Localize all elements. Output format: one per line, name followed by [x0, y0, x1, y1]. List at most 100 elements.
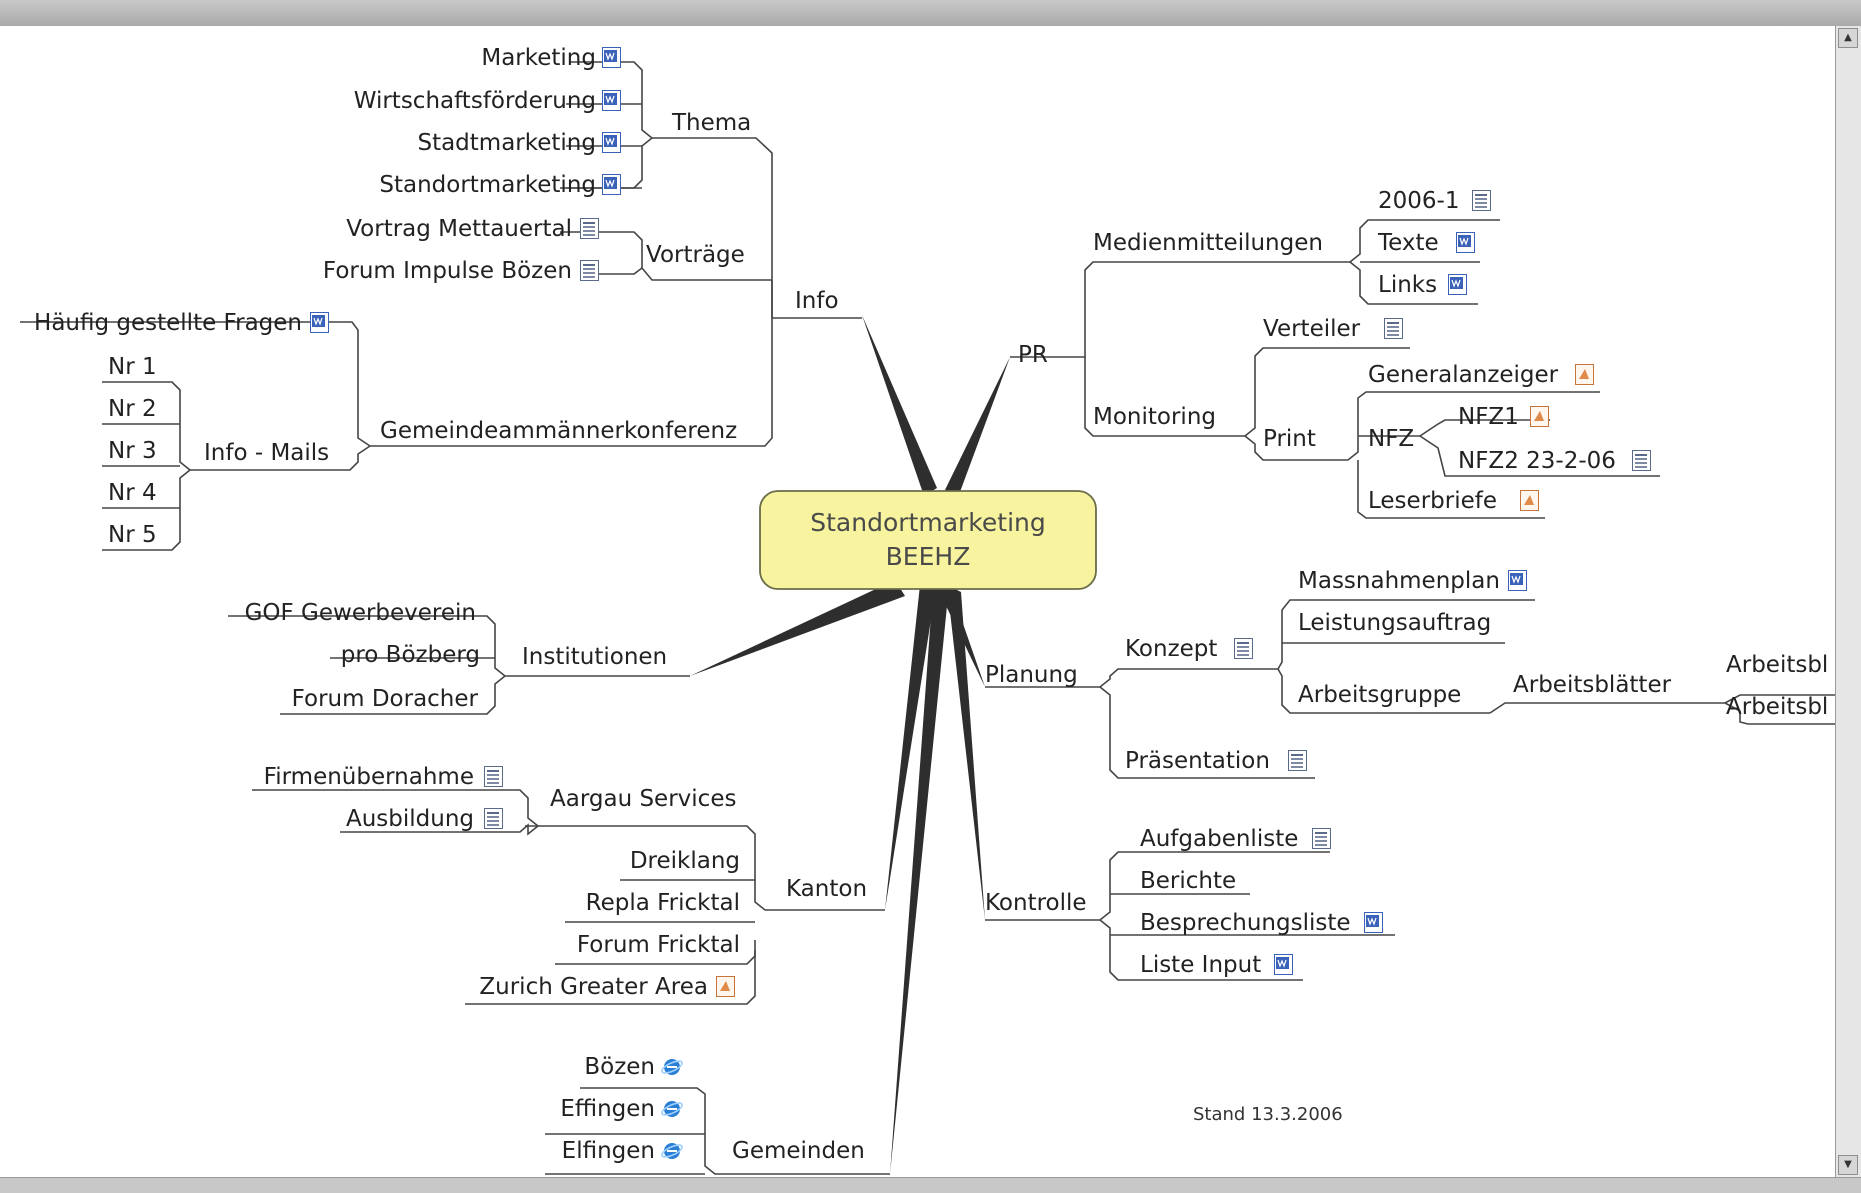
topic-ausbildung[interactable]: Ausbildung	[346, 806, 474, 832]
topic-nr-5[interactable]: Nr 5	[108, 522, 157, 548]
scroll-down-arrow-icon[interactable]: ▼	[1838, 1155, 1858, 1175]
window-title-bar	[0, 0, 1861, 26]
topic-arbeitsblatt-1[interactable]: Arbeitsbl	[1726, 652, 1828, 678]
sheet-icon[interactable]	[484, 808, 503, 829]
pdf-icon[interactable]	[1520, 490, 1539, 511]
sheet-icon[interactable]	[1472, 190, 1491, 211]
topic-leserbriefe[interactable]: Leserbriefe	[1368, 488, 1497, 514]
topic-dreiklang[interactable]: Dreiklang	[630, 848, 740, 874]
topic-marketing[interactable]: Marketing	[481, 45, 596, 71]
topic-forum-fricktal[interactable]: Forum Fricktal	[577, 932, 740, 958]
sheet-icon[interactable]	[1234, 638, 1253, 659]
topic-leistungsauftrag[interactable]: Leistungsauftrag	[1298, 610, 1491, 636]
branch-kontrolle[interactable]: Kontrolle	[985, 890, 1087, 916]
sheet-icon[interactable]	[580, 218, 599, 239]
topic-arbeitsblatt-2[interactable]: Arbeitsbl	[1726, 694, 1828, 720]
root-title-line-2: BEEHZ	[886, 542, 971, 571]
topic-liste-input[interactable]: Liste Input	[1140, 952, 1261, 978]
sheet-icon[interactable]	[484, 766, 503, 787]
topic-2006-1[interactable]: 2006-1	[1378, 188, 1459, 214]
root-title-line-1: Standortmarketing	[810, 508, 1045, 537]
internet-explorer-icon[interactable]	[659, 1141, 685, 1161]
word-doc-icon[interactable]	[601, 89, 622, 112]
word-doc-icon[interactable]	[1455, 231, 1476, 254]
connector-lines	[20, 61, 1835, 1175]
topic-nr-1[interactable]: Nr 1	[108, 354, 157, 380]
branch-planung[interactable]: Planung	[985, 662, 1078, 688]
topic-gemeindeammaennerkonferenz[interactable]: Gemeindeammännerkonferenz	[380, 418, 737, 444]
scroll-up-arrow-icon[interactable]: ▲	[1838, 28, 1858, 48]
vertical-scrollbar[interactable]: ▲ ▼	[1835, 26, 1861, 1177]
topic-firmenuebernahme[interactable]: Firmenübernahme	[264, 764, 474, 790]
topic-praesentation[interactable]: Präsentation	[1125, 748, 1270, 774]
topic-aargau-services[interactable]: Aargau Services	[550, 786, 736, 812]
root-topic[interactable]: Standortmarketing BEEHZ	[759, 490, 1097, 590]
branch-kanton[interactable]: Kanton	[786, 876, 867, 902]
topic-aufgabenliste[interactable]: Aufgabenliste	[1140, 826, 1298, 852]
word-doc-icon[interactable]	[1447, 273, 1468, 296]
word-doc-icon[interactable]	[601, 173, 622, 196]
main-branch-lines	[690, 315, 1010, 1174]
topic-berichte[interactable]: Berichte	[1140, 868, 1236, 894]
topic-pro-boezberg[interactable]: pro Bözberg	[341, 642, 480, 668]
internet-explorer-icon[interactable]	[659, 1099, 685, 1119]
topic-thema[interactable]: Thema	[671, 110, 751, 136]
topic-links[interactable]: Links	[1378, 272, 1437, 298]
topic-repla-fricktal[interactable]: Repla Fricktal	[586, 890, 740, 916]
internet-explorer-icon[interactable]	[659, 1057, 685, 1077]
sheet-icon[interactable]	[1312, 828, 1331, 849]
topic-texte[interactable]: Texte	[1377, 230, 1439, 256]
date-stamp: Stand 13.3.2006	[1193, 1104, 1343, 1125]
topic-arbeitsgruppe[interactable]: Arbeitsgruppe	[1298, 682, 1461, 708]
topic-elfingen[interactable]: Elfingen	[562, 1138, 655, 1164]
topic-medienmitteilungen[interactable]: Medienmitteilungen	[1093, 230, 1323, 256]
mindmap-canvas[interactable]: Standortmarketing BEEHZ Info Thema Marke…	[0, 26, 1835, 1177]
branch-pr[interactable]: PR	[1018, 342, 1048, 368]
topic-nfz[interactable]: NFZ	[1368, 426, 1414, 452]
topic-zurich-greater-area[interactable]: Zurich Greater Area	[479, 974, 708, 1000]
topic-boezen[interactable]: Bözen	[584, 1054, 655, 1080]
topic-info-mails[interactable]: Info - Mails	[204, 440, 329, 466]
topic-gof-gewerbeverein[interactable]: GOF Gewerbeverein	[245, 600, 476, 626]
topic-arbeitsblaetter[interactable]: Arbeitsblätter	[1513, 672, 1672, 698]
topic-nfz1[interactable]: NFZ1	[1458, 404, 1519, 430]
horizontal-scrollbar[interactable]	[0, 1177, 1861, 1193]
topic-konzept[interactable]: Konzept	[1125, 636, 1217, 662]
topic-besprechungsliste[interactable]: Besprechungsliste	[1140, 910, 1351, 936]
topic-vortrag-mettauertal[interactable]: Vortrag Mettauertal	[346, 216, 572, 242]
topic-wirtschaftsfoerderung[interactable]: Wirtschaftsförderung	[354, 88, 596, 114]
topic-nr-2[interactable]: Nr 2	[108, 396, 157, 422]
topic-vortraege[interactable]: Vorträge	[646, 242, 745, 268]
topic-monitoring[interactable]: Monitoring	[1093, 404, 1216, 430]
pdf-icon[interactable]	[1575, 364, 1594, 385]
topic-forum-impulse-boezen[interactable]: Forum Impulse Bözen	[323, 258, 572, 284]
word-doc-icon[interactable]	[1273, 953, 1294, 976]
topic-print[interactable]: Print	[1263, 426, 1316, 452]
topic-verteiler[interactable]: Verteiler	[1263, 316, 1361, 342]
branch-institutionen[interactable]: Institutionen	[522, 644, 667, 670]
word-doc-icon[interactable]	[1507, 569, 1528, 592]
sheet-icon[interactable]	[580, 260, 599, 281]
word-doc-icon[interactable]	[1363, 911, 1384, 934]
topic-standortmarketing[interactable]: Standortmarketing	[379, 172, 596, 198]
word-doc-icon[interactable]	[309, 311, 330, 334]
topic-effingen[interactable]: Effingen	[560, 1096, 655, 1122]
topic-massnahmenplan[interactable]: Massnahmenplan	[1298, 568, 1500, 594]
topic-haeufig-gestellte-fragen[interactable]: Häufig gestellte Fragen	[34, 310, 302, 336]
pdf-icon[interactable]	[1530, 406, 1549, 427]
pdf-icon[interactable]	[716, 976, 735, 997]
branch-info[interactable]: Info	[795, 288, 839, 314]
topic-nr-4[interactable]: Nr 4	[108, 480, 157, 506]
sheet-icon[interactable]	[1288, 750, 1307, 771]
topic-nr-3[interactable]: Nr 3	[108, 438, 157, 464]
topic-stadtmarketing[interactable]: Stadtmarketing	[417, 130, 596, 156]
topic-nfz2[interactable]: NFZ2 23-2-06	[1458, 448, 1616, 474]
sheet-icon[interactable]	[1632, 450, 1651, 471]
topic-generalanzeiger[interactable]: Generalanzeiger	[1368, 362, 1559, 388]
mindmap: Standortmarketing BEEHZ Info Thema Marke…	[20, 45, 1835, 1175]
word-doc-icon[interactable]	[601, 46, 622, 69]
topic-forum-doracher[interactable]: Forum Doracher	[292, 686, 479, 712]
branch-gemeinden[interactable]: Gemeinden	[732, 1138, 865, 1164]
word-doc-icon[interactable]	[601, 131, 622, 154]
sheet-icon[interactable]	[1384, 318, 1403, 339]
